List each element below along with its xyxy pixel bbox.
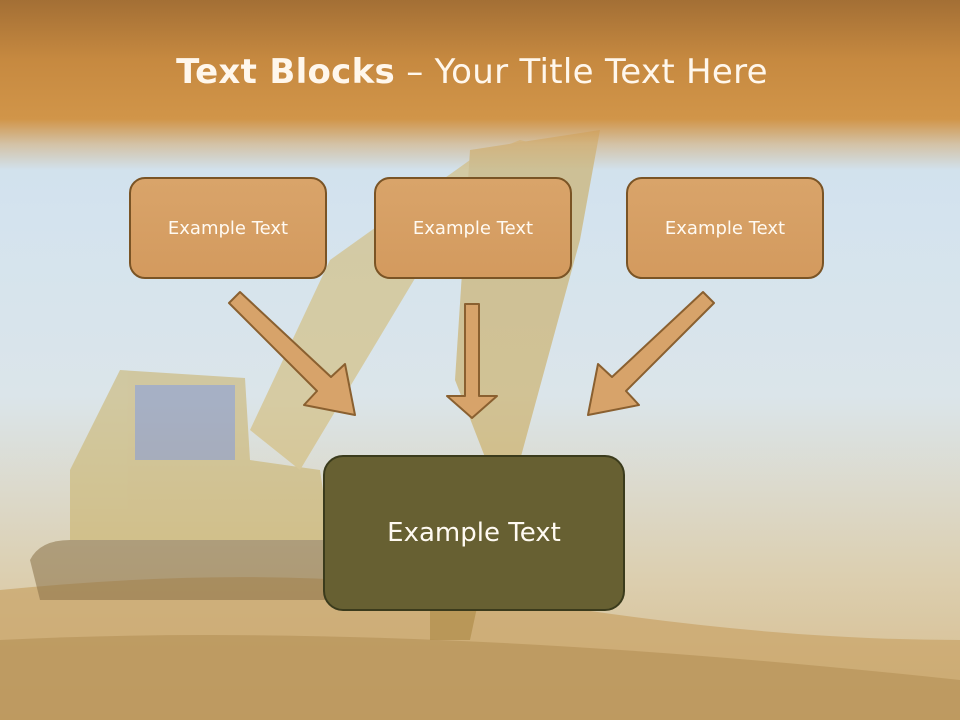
arrow-down-icon — [446, 303, 498, 419]
text-block-right-label: Example Text — [664, 217, 786, 239]
text-block-left-label: Example Text — [167, 217, 289, 239]
text-block-center[interactable]: Example Text — [374, 177, 572, 279]
title-rest: Your Title Text Here — [434, 52, 768, 92]
title-band — [0, 0, 960, 170]
text-block-right[interactable]: Example Text — [626, 177, 824, 279]
arrow-right-icon — [587, 291, 715, 416]
text-block-left[interactable]: Example Text — [129, 177, 327, 279]
arrow-left-icon — [228, 291, 356, 416]
title-dash: – — [406, 52, 424, 92]
slide-title: Text Blocks – Your Title Text Here — [0, 52, 944, 92]
title-bold-part: Text Blocks — [176, 52, 396, 92]
text-block-main-label: Example Text — [387, 518, 561, 548]
text-block-main[interactable]: Example Text — [323, 455, 625, 611]
text-block-center-label: Example Text — [412, 217, 534, 239]
